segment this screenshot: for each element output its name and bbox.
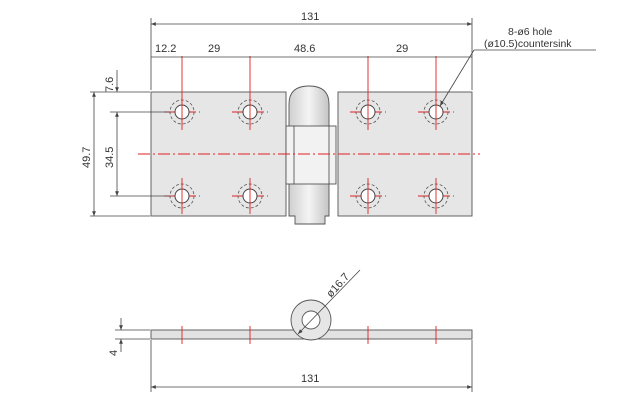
top-offset-label: 7.6	[104, 77, 116, 92]
hole-note-line2: (ø10.5)countersink	[484, 38, 572, 50]
hole-note-line1: 8-ø6 hole	[508, 26, 553, 38]
countersunk-hole	[237, 178, 263, 214]
knuckle-slot	[285, 125, 337, 185]
countersunk-hole	[355, 56, 381, 130]
diameter-leader	[297, 269, 361, 335]
top-view	[138, 56, 480, 225]
countersunk-hole	[355, 178, 381, 214]
countersunk-hole	[423, 56, 449, 130]
side-width-label: 131	[301, 373, 319, 385]
segment-label-2: 29	[208, 43, 220, 55]
knuckle-diameter-label: ø16.7	[324, 271, 352, 300]
thickness-label: 4	[108, 350, 120, 356]
top-dimensions: 131 12.2 29 48.6 29 8-ø6 hole (ø10.5)cou…	[81, 11, 596, 217]
side-view: ø16.7 4 131	[108, 269, 473, 392]
overall-width-label: 131	[301, 11, 319, 23]
hole-spacing-label: 34.5	[104, 147, 116, 168]
segment-label-3: 48.6	[294, 43, 315, 55]
overall-height-label: 49.7	[81, 147, 93, 168]
segment-label-1: 12.2	[155, 43, 176, 55]
countersunk-hole	[237, 56, 263, 130]
segment-label-4: 29	[396, 43, 408, 55]
countersunk-hole	[169, 56, 195, 130]
hole-note-leader	[439, 49, 475, 107]
countersunk-hole	[423, 178, 449, 214]
